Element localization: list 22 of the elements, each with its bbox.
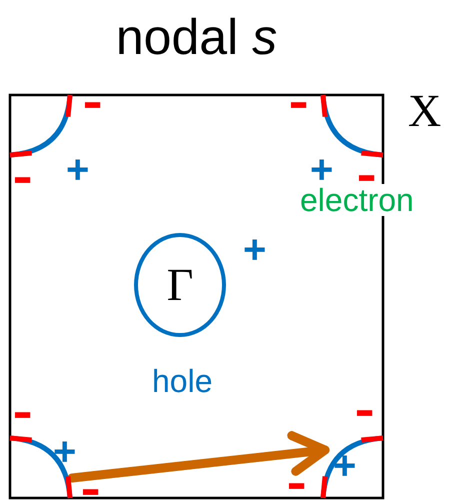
gamma-point-label: Γ	[166, 262, 194, 308]
minus-sign: -	[288, 96, 309, 108]
minus-sign: -	[356, 169, 377, 181]
pocket-label: hole	[152, 365, 212, 397]
minus-sign: -	[12, 406, 33, 418]
minus-sign: -	[80, 483, 101, 495]
plus-sign: +	[66, 150, 90, 190]
minus-sign: -	[354, 404, 375, 416]
hole-pocket-ellipse	[134, 233, 226, 337]
point-label: X	[408, 88, 442, 134]
scattering-arrow	[68, 431, 330, 482]
plus-sign: +	[333, 446, 356, 486]
fermi-pocket-arc	[321, 95, 383, 157]
minus-sign: -	[12, 171, 33, 183]
plus-sign: +	[243, 230, 266, 270]
fermi-pocket-arc	[10, 95, 72, 157]
fermi-pocket-arc	[321, 436, 383, 498]
minus-sign: -	[286, 477, 307, 489]
minus-sign: -	[82, 96, 103, 108]
plus-sign: +	[53, 432, 76, 472]
pocket-label: electron	[300, 184, 414, 216]
title: nodal s	[114, 12, 278, 62]
